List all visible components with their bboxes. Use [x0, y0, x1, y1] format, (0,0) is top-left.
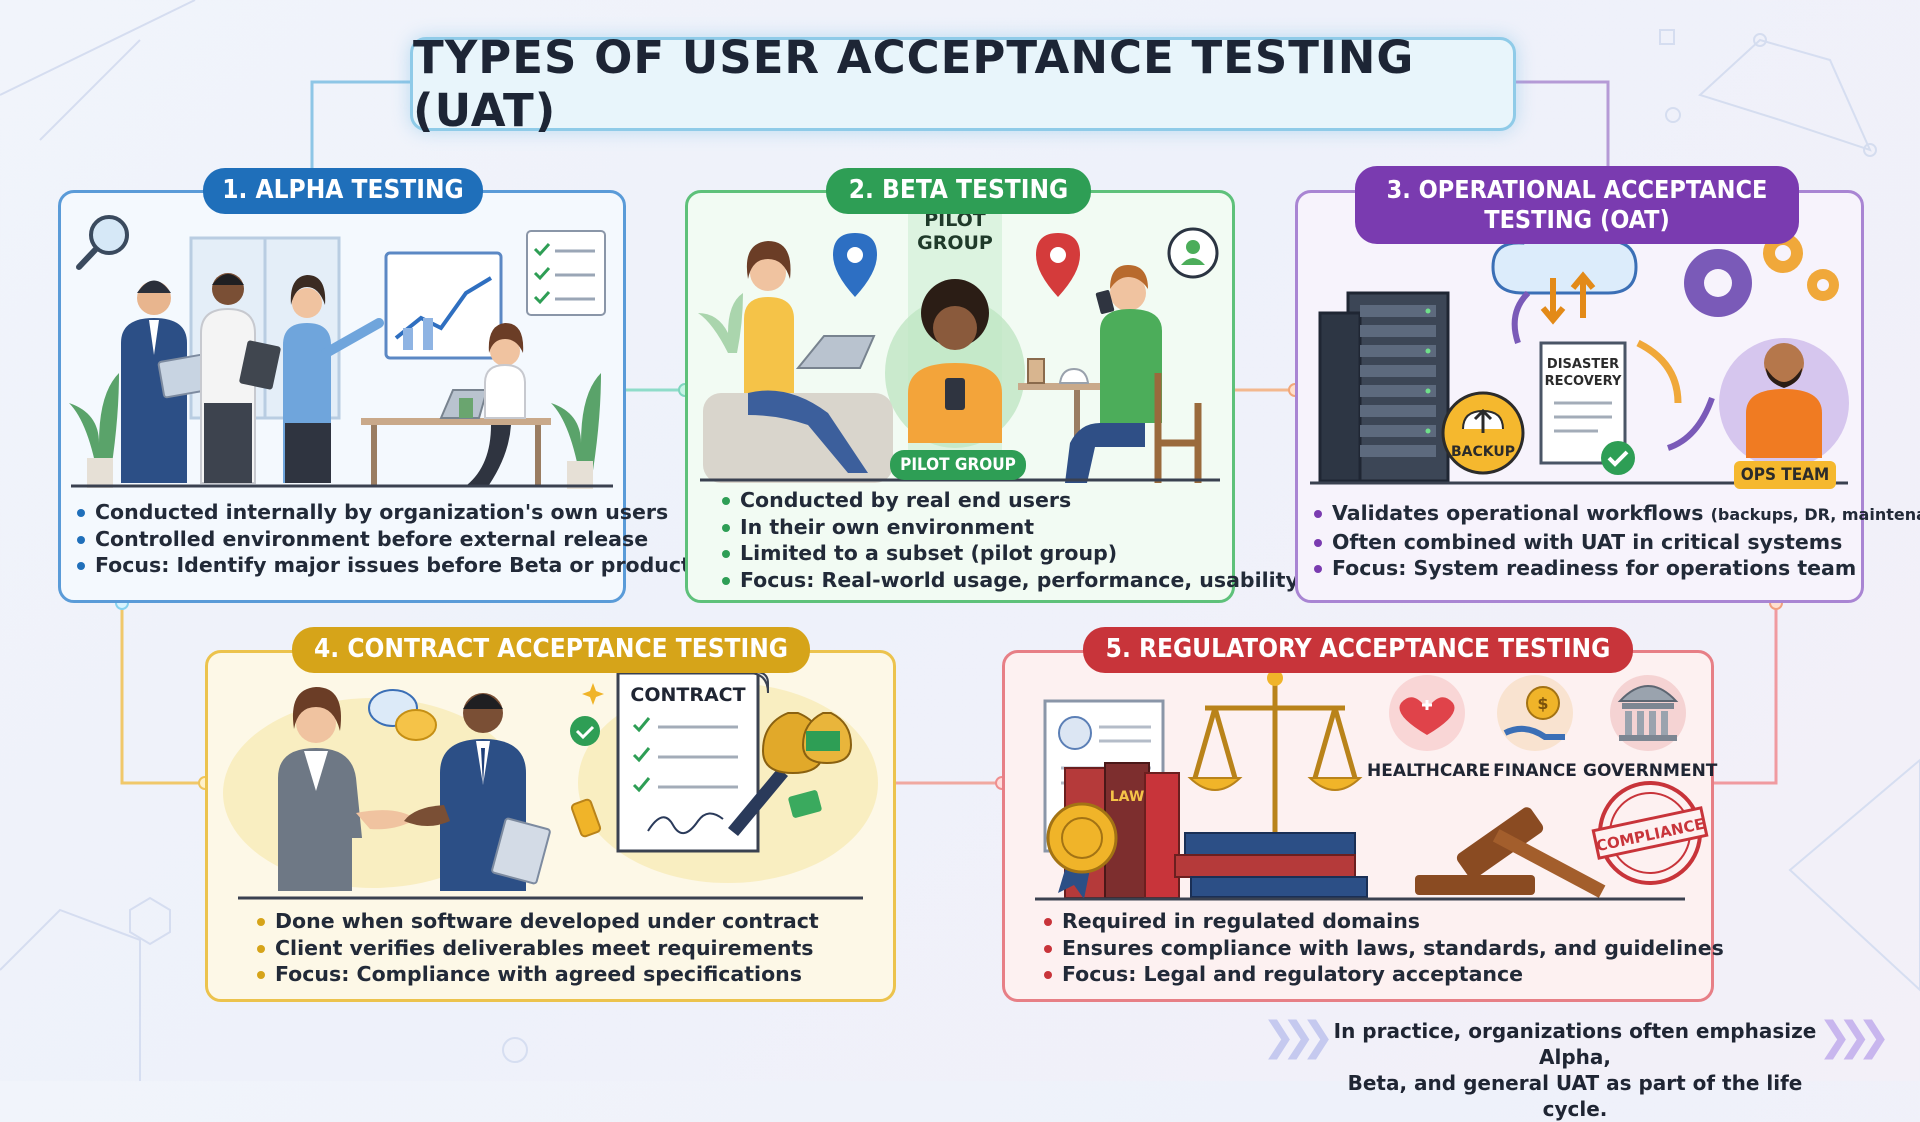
beta-testing-label: 2. BETA TESTING — [826, 168, 1091, 214]
finance-label: FINANCE — [1493, 761, 1577, 781]
location-pin-icon — [1036, 233, 1080, 297]
beta-users-illustration: PILOT GROUP — [698, 203, 1220, 483]
regulatory-acceptance-card: LAW $ — [1002, 650, 1724, 1002]
alpha-bullet: Controlled environment before external r… — [73, 526, 727, 553]
oat-bullet: Often combined with UAT in critical syst… — [1310, 529, 1920, 556]
page-title: TYPES OF USER ACCEPTANCE TESTING (UAT) — [413, 31, 1415, 137]
beta-bullet: Focus: Real-world usage, performance, us… — [718, 567, 1299, 594]
contract-doc-title: CONTRACT — [630, 684, 745, 706]
footer-note-line: Beta, and general UAT as part of the lif… — [1347, 1071, 1803, 1121]
title-box: TYPES OF USER ACCEPTANCE TESTING (UAT) — [410, 31, 1516, 137]
beta-testing-card: PILOT GROUP PILOT GROUP Conducted by rea… — [685, 190, 1299, 603]
regulatory-bullet: Ensures compliance with laws, standards,… — [1040, 935, 1724, 962]
beta-bullet: Limited to a subset (pilot group) — [718, 540, 1299, 567]
healthcare-label: HEALTHCARE — [1367, 761, 1491, 781]
regulatory-bullet: Required in regulated domains — [1040, 908, 1724, 935]
regulatory-law-illustration: LAW $ — [1035, 670, 1709, 901]
oat-bullet: Validates operational workflows (backups… — [1310, 500, 1920, 529]
alpha-bullet: Focus: Identify major issues before Beta… — [73, 552, 727, 579]
gear-icon — [1684, 233, 1839, 317]
disaster-recovery-label: RECOVERY — [1545, 374, 1622, 389]
regulatory-bullet: Focus: Legal and regulatory acceptance — [1040, 961, 1724, 988]
chevrons-right-icon: ❯❯❯ — [1818, 1014, 1890, 1060]
svg-text:$: $ — [1537, 694, 1548, 713]
oat-bullet: Focus: System readiness for operations t… — [1310, 555, 1920, 582]
disaster-recovery-label: DISASTER — [1547, 357, 1619, 372]
contract-handshake-illustration: CONTRACT — [223, 671, 878, 900]
finance-icon: $ — [1497, 675, 1573, 751]
contract-bullet: Done when software developed under contr… — [253, 908, 819, 935]
contract-acceptance-card: CONTRACT Done when software developed un… — [205, 650, 896, 1002]
pilot-group-heading: GROUP — [917, 232, 993, 254]
alpha-bullet: Conducted internally by organization's o… — [73, 499, 727, 526]
pilot-group-heading: PILOT — [924, 209, 986, 231]
oat-label-line: 3. OPERATIONAL ACCEPTANCE — [1386, 175, 1768, 204]
contract-bullet-list: Done when software developed under contr… — [253, 908, 819, 988]
contract-bullet: Client verifies deliverables meet requir… — [253, 935, 819, 962]
ops-team-tag: OPS TEAM — [1734, 461, 1836, 489]
footer-note-line: In practice, organizations often emphasi… — [1333, 1019, 1817, 1069]
government-label: GOVERNMENT — [1583, 761, 1718, 781]
beta-bullet: Conducted by real end users — [718, 487, 1299, 514]
magnifier-icon — [76, 215, 129, 270]
footer-note: In practice, organizations often emphasi… — [1330, 1018, 1820, 1122]
contract-bullet: Focus: Compliance with agreed specificat… — [253, 961, 819, 988]
alpha-testing-card: Conducted internally by organization's o… — [58, 190, 727, 603]
beta-bullet-list: Conducted by real end users In their own… — [718, 487, 1299, 593]
law-book-label: LAW — [1110, 789, 1145, 805]
oat-label: 3. OPERATIONAL ACCEPTANCE TESTING (OAT) — [1355, 166, 1799, 244]
beta-bullet: In their own environment — [718, 514, 1299, 541]
award-seal-icon — [1046, 802, 1118, 899]
gavel-icon — [1415, 807, 1606, 898]
alpha-testing-label: 1. ALPHA TESTING — [203, 168, 483, 214]
pilot-group-tag: PILOT GROUP — [890, 450, 1026, 480]
backup-label: BACKUP — [1451, 444, 1515, 460]
chevrons-left-icon: ❯❯❯ — [1262, 1014, 1334, 1060]
oat-operations-illustration: BACKUP DISASTER RECOVERY — [1310, 209, 1849, 485]
regulatory-bullet-list: Required in regulated domains Ensures co… — [1040, 908, 1724, 988]
oat-bullet-detail: (backups, DR, maintenance) — [1710, 505, 1920, 524]
server-rack-icon — [1318, 291, 1450, 483]
oat-card: BACKUP DISASTER RECOVERY OPS TEAM Valida… — [1295, 190, 1920, 603]
government-icon — [1610, 675, 1686, 751]
healthcare-icon — [1389, 675, 1465, 751]
oat-bullet-text: Validates operational workflows — [1332, 501, 1711, 525]
oat-label-line: TESTING (OAT) — [1484, 205, 1670, 234]
compliance-stamp-icon: COMPLIANCE — [1591, 781, 1709, 885]
alpha-bullet-list: Conducted internally by organization's o… — [73, 499, 727, 579]
contract-acceptance-label: 4. CONTRACT ACCEPTANCE TESTING — [292, 627, 810, 673]
oat-bullet-list: Validates operational workflows (backups… — [1310, 500, 1920, 582]
alpha-office-illustration — [69, 215, 613, 489]
user-chat-icon — [1167, 227, 1219, 279]
speech-bubble-icon — [368, 689, 437, 741]
money-bag-icon — [761, 712, 853, 775]
location-pin-icon — [833, 233, 877, 297]
regulatory-acceptance-label: 5. REGULATORY ACCEPTANCE TESTING — [1083, 627, 1633, 673]
